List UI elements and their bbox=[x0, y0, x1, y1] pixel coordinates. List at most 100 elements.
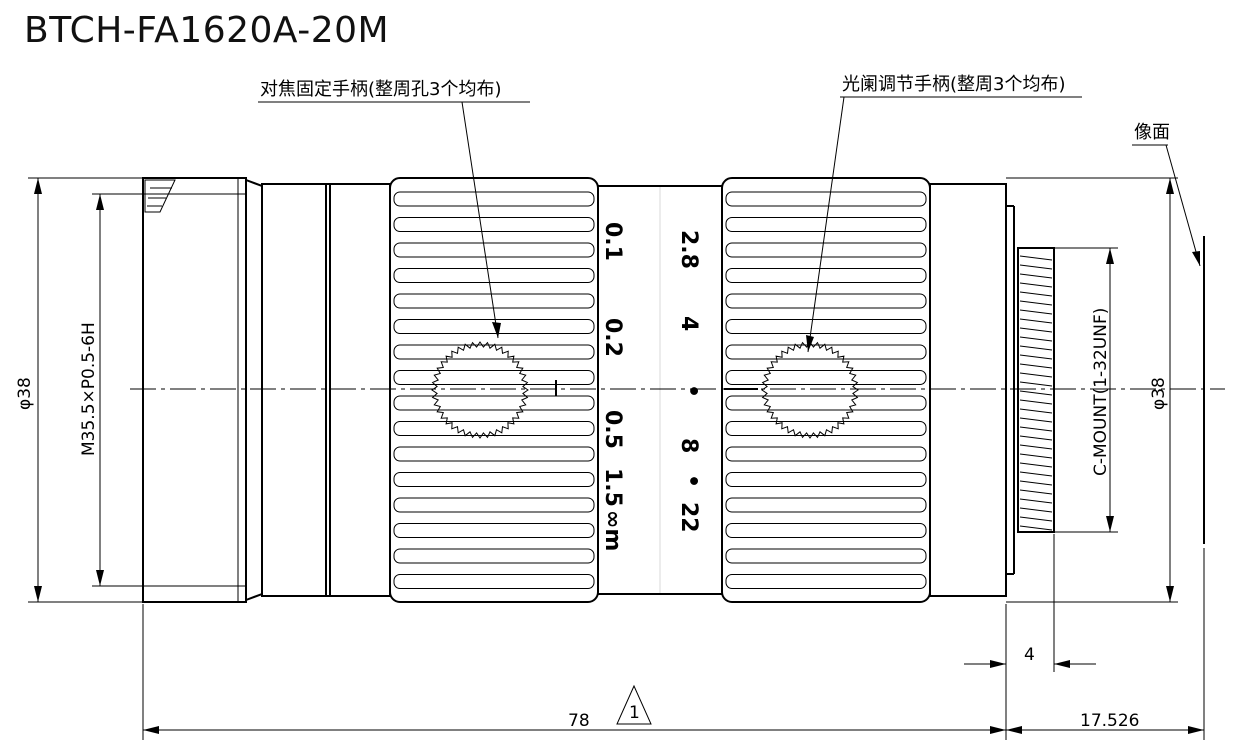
grip-rib bbox=[725, 191, 927, 207]
rear-diameter-label: φ38 bbox=[1149, 377, 1169, 410]
thread-line bbox=[1019, 444, 1053, 450]
focus-grip-ring bbox=[389, 177, 599, 603]
iris-handle-knob bbox=[761, 341, 859, 439]
grip-rib bbox=[393, 319, 595, 334]
thread-line bbox=[1019, 300, 1053, 306]
grip-rib bbox=[393, 370, 595, 385]
thread-line bbox=[1019, 480, 1053, 486]
grip-rib bbox=[393, 472, 595, 487]
grip-rib bbox=[725, 574, 927, 589]
image-plane-callout-text: 像面 bbox=[1134, 122, 1170, 143]
iris-handle-callout: 光阑调节手柄(整周3个均布) bbox=[806, 74, 1082, 353]
warning-mark: 1 bbox=[629, 703, 640, 723]
thread-line bbox=[1019, 372, 1053, 378]
focus-scale-label: ∞m bbox=[600, 510, 625, 551]
thread-line bbox=[1019, 327, 1053, 333]
thread-line bbox=[1019, 318, 1053, 324]
thread-line bbox=[1019, 336, 1053, 342]
iris-grip-ring bbox=[721, 177, 931, 603]
grip-rib bbox=[725, 344, 927, 360]
drawing-title: BTCH-FA1620A-20M bbox=[24, 10, 390, 51]
grip-rib bbox=[393, 548, 595, 564]
front-thread-dimension: M35.5×P0.5-6H bbox=[79, 193, 143, 587]
thread-line bbox=[1019, 345, 1053, 351]
grip-rib bbox=[725, 523, 927, 538]
thread-line bbox=[1019, 507, 1053, 513]
iris-scale-label: • bbox=[680, 474, 705, 488]
iris-scale: 2.8 4 • 8 • 22 bbox=[676, 230, 705, 533]
thread-line bbox=[1019, 525, 1053, 531]
thread-line bbox=[1019, 264, 1053, 270]
grip-rib bbox=[393, 268, 595, 283]
iris-scale-label: 2.8 bbox=[676, 230, 701, 269]
thread-line bbox=[1019, 498, 1053, 504]
grip-rib bbox=[393, 191, 595, 207]
thread-line bbox=[1019, 282, 1053, 288]
rear-diameter-dimension: φ38 bbox=[1006, 177, 1178, 603]
grip-rib bbox=[725, 472, 927, 487]
mount-length-label: 4 bbox=[1024, 645, 1035, 665]
iris-handle-callout-text: 光阑调节手柄(整周3个均布) bbox=[842, 74, 1066, 95]
thread-line bbox=[1019, 471, 1053, 477]
thread-line bbox=[1019, 390, 1053, 396]
thread-line bbox=[1019, 453, 1053, 459]
grip-rib bbox=[725, 421, 927, 436]
focus-handle-callout: 对焦固定手柄(整周孔3个均布) bbox=[258, 79, 530, 339]
thread-line bbox=[1019, 255, 1053, 261]
grip-rib bbox=[393, 217, 595, 232]
grip-rib bbox=[725, 319, 927, 334]
front-collar bbox=[245, 179, 391, 601]
grip-rib bbox=[393, 446, 595, 462]
thread-line bbox=[1019, 489, 1053, 495]
thread-line bbox=[1019, 462, 1053, 468]
grip-rib bbox=[393, 523, 595, 538]
thread-line bbox=[1019, 381, 1053, 387]
iris-scale-label: 8 bbox=[676, 438, 701, 453]
mount-dimension: C-MOUNT(1-32UNF) bbox=[1054, 247, 1118, 533]
grip-rib bbox=[725, 268, 927, 283]
focus-scale-label: 0.5 bbox=[600, 410, 625, 449]
focus-handle-callout-text: 对焦固定手柄(整周孔3个均布) bbox=[260, 79, 502, 100]
focus-scale-label: 0.2 bbox=[600, 318, 625, 357]
grip-rib bbox=[393, 293, 595, 309]
rear-body bbox=[929, 183, 1015, 597]
grip-rib bbox=[725, 370, 927, 385]
total-length-dimension: 78 1 bbox=[142, 604, 1007, 740]
grip-rib bbox=[725, 497, 927, 513]
focus-scale-label: 1.5 bbox=[600, 468, 625, 507]
focus-handle-knob bbox=[431, 341, 529, 439]
front-thread-label: M35.5×P0.5-6H bbox=[79, 322, 99, 456]
thread-line bbox=[1019, 516, 1053, 522]
iris-scale-label: 22 bbox=[676, 502, 701, 533]
iris-scale-label: 4 bbox=[676, 316, 701, 331]
thread-line bbox=[1019, 291, 1053, 297]
mount-label: C-MOUNT(1-32UNF) bbox=[1091, 308, 1111, 476]
thread-line bbox=[1019, 417, 1053, 423]
front-diameter-dimension: φ38 bbox=[15, 177, 143, 603]
focus-scale-label: 0.1 bbox=[600, 222, 625, 261]
c-mount-thread bbox=[1017, 247, 1055, 533]
thread-line bbox=[1019, 363, 1053, 369]
thread-line bbox=[1019, 273, 1053, 279]
front-diameter-label: φ38 bbox=[15, 377, 35, 410]
grip-rib bbox=[725, 446, 927, 462]
grip-rib bbox=[393, 242, 595, 258]
thread-line bbox=[1019, 435, 1053, 441]
grip-rib bbox=[725, 293, 927, 309]
grip-rib bbox=[393, 421, 595, 436]
thread-line bbox=[1019, 426, 1053, 432]
total-length-label: 78 bbox=[568, 711, 590, 731]
iris-scale-label: • bbox=[680, 384, 705, 398]
flange-back-label: 17.526 bbox=[1080, 711, 1139, 731]
scale-band bbox=[555, 185, 758, 595]
mount-length-dimension: 4 bbox=[964, 534, 1096, 672]
grip-rib bbox=[393, 497, 595, 513]
thread-line bbox=[1019, 408, 1053, 414]
image-plane-callout: 像面 bbox=[1132, 122, 1201, 267]
grip-rib bbox=[393, 574, 595, 589]
thread-line bbox=[1019, 399, 1053, 405]
grip-rib bbox=[725, 548, 927, 564]
thread-line bbox=[1019, 354, 1053, 360]
warning-triangle bbox=[616, 684, 652, 725]
